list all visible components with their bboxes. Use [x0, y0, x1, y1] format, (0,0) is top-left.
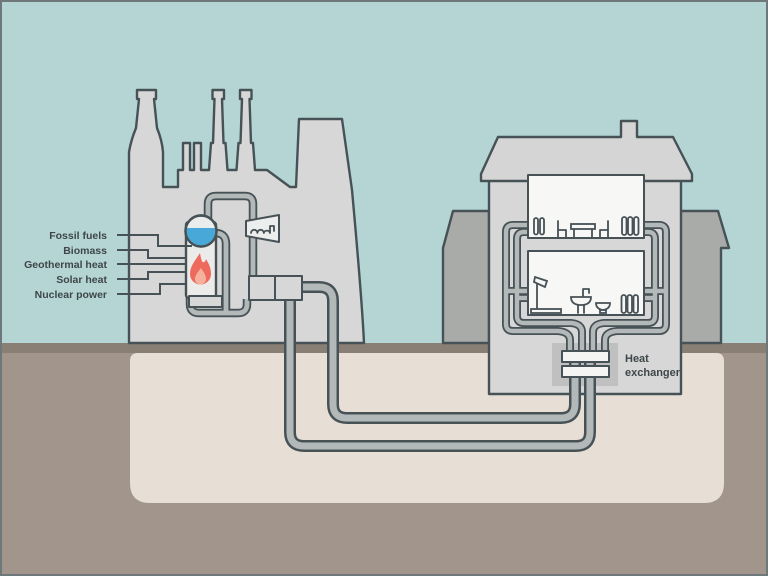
- radiator-icon: [620, 294, 639, 314]
- living-room-furniture: [533, 216, 640, 238]
- heat-exchanger-label-line2: exchanger: [625, 367, 681, 379]
- boiler-drum: [184, 214, 218, 248]
- shower-icon: [530, 275, 562, 314]
- leader-line: [117, 271, 187, 280]
- label-solar-heat: Solar heat: [56, 274, 107, 286]
- neighbor-house-left: [441, 209, 491, 345]
- neighbor-house-right: [674, 209, 731, 345]
- ground-strip: [0, 343, 768, 353]
- leader-line: [117, 283, 187, 295]
- heat-exchanger-label-line1: Heat: [625, 353, 649, 365]
- turbine-icon: [245, 214, 280, 243]
- heat-exchanger: [561, 350, 610, 378]
- toilet-icon: [595, 302, 611, 314]
- condenser-box: [248, 275, 276, 301]
- label-biomass: Biomass: [63, 245, 107, 257]
- label-fossil-fuels: Fossil fuels: [49, 230, 107, 242]
- chair-icon: [599, 220, 609, 238]
- house-roof: [479, 119, 694, 183]
- radiator-icon: [621, 216, 640, 236]
- label-nuclear-power: Nuclear power: [35, 289, 107, 301]
- table-icon: [570, 223, 596, 238]
- leader-line: [117, 249, 187, 259]
- bathroom-furniture: [530, 275, 639, 314]
- leader-line: [117, 234, 192, 247]
- heat-exchanger-plate: [561, 365, 610, 378]
- chair-icon: [557, 220, 567, 238]
- energy-source-labels: Fossil fuels Biomass Geothermal heat Sol…: [24, 230, 107, 301]
- heat-exchanger-plate: [561, 350, 610, 363]
- boiler-pedestal: [188, 295, 223, 308]
- radiator-icon: [533, 217, 545, 236]
- flame-icon: [190, 253, 211, 285]
- pump-box: [274, 275, 303, 301]
- energy-source-leader-lines: [117, 234, 192, 295]
- water-level: [186, 228, 216, 246]
- label-geothermal-heat: Geothermal heat: [24, 259, 107, 271]
- sink-icon: [570, 288, 592, 314]
